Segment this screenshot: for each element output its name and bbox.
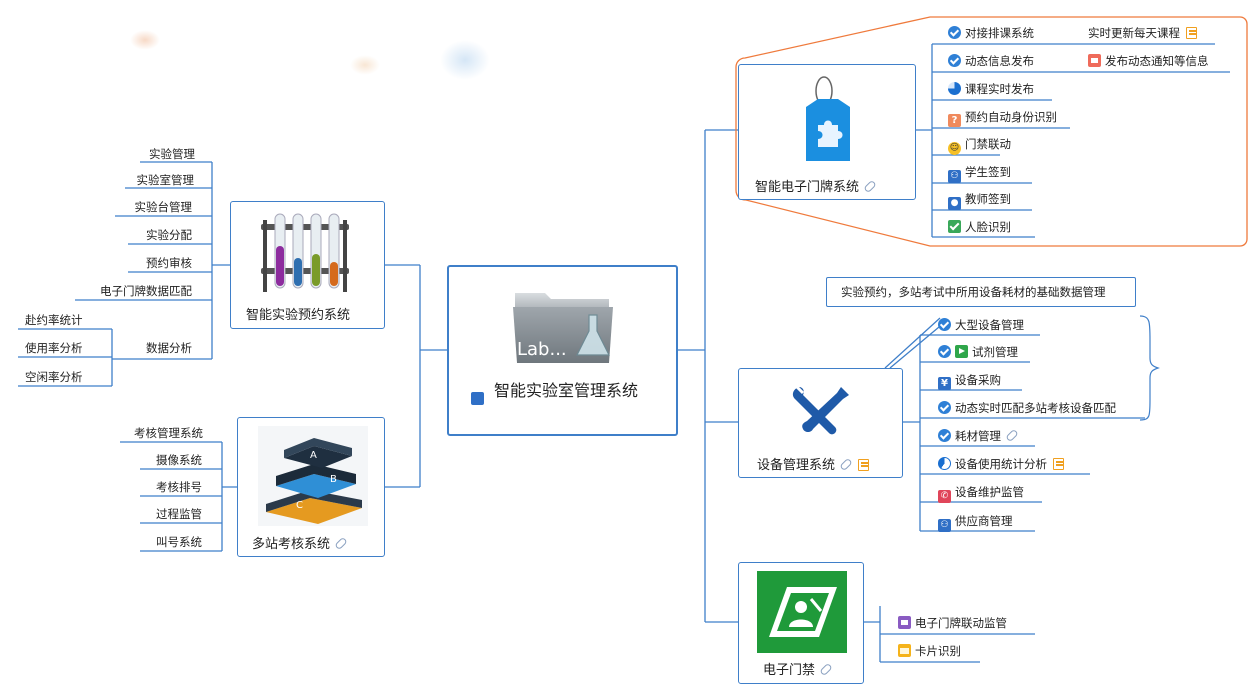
note-icon[interactable] xyxy=(1053,458,1064,470)
users-icon: ⚇ xyxy=(938,519,951,532)
doorplate-system-node[interactable]: 智能电子门牌系统 xyxy=(738,64,916,200)
equipment-item[interactable]: 耗材管理 xyxy=(938,428,1019,443)
access-control-node[interactable]: 电子门禁 xyxy=(738,562,864,684)
booking-item[interactable]: 实验分配 xyxy=(146,228,192,242)
phone-icon: ✆ xyxy=(938,490,951,503)
doorplate-item[interactable]: 课程实时发布 xyxy=(948,82,1034,96)
users-icon: ⚇ xyxy=(948,170,961,183)
access-item[interactable]: 卡片识别 xyxy=(898,644,961,658)
check-icon xyxy=(938,401,951,414)
booking-item[interactable]: 电子门牌数据匹配 xyxy=(100,284,192,298)
exam-system-node[interactable]: A B C 多站考核系统 xyxy=(237,417,385,557)
lab-image-text: Lab... xyxy=(517,339,567,360)
doorplate-item[interactable]: ●教师签到 xyxy=(948,192,1011,210)
question-icon: ? xyxy=(948,114,961,127)
equipment-item[interactable]: 设备使用统计分析 xyxy=(938,457,1064,471)
doorplate-system-title: 智能电子门牌系统 xyxy=(755,176,877,195)
puzzle-tag-image xyxy=(794,73,862,165)
booking-item[interactable]: 实验室管理 xyxy=(136,173,195,187)
exam-item[interactable]: 过程监管 xyxy=(156,507,202,521)
doorplate-item[interactable]: ⚇学生签到 xyxy=(948,165,1011,183)
tools-image xyxy=(789,383,853,439)
equipment-item[interactable]: 动态实时匹配多站考核设备匹配 xyxy=(938,401,1116,415)
callout-text: 实验预约，多站考试中所用设备耗材的基础数据管理 xyxy=(841,285,1106,299)
data-analysis-item[interactable]: 数据分析 xyxy=(146,341,192,355)
background-blur xyxy=(440,40,490,80)
pie-icon xyxy=(938,457,951,470)
lab-folder-image: Lab... xyxy=(511,285,615,367)
booking-system-title: 智能实验预约系统 xyxy=(246,308,351,323)
access-item[interactable]: 电子门牌联动监管 xyxy=(898,616,1007,630)
equipment-system-node[interactable]: 设备管理系统 xyxy=(738,368,903,478)
booking-system-node[interactable]: 智能实验预约系统 xyxy=(230,201,385,329)
exam-item[interactable]: 考核管理系统 xyxy=(134,426,203,440)
check-icon xyxy=(948,54,961,67)
check-icon xyxy=(938,345,951,358)
booking-item[interactable]: 预约审核 xyxy=(146,256,192,270)
access-logo-image xyxy=(757,571,847,653)
doorplate-item[interactable]: 人脸识别 xyxy=(948,220,1011,234)
equipment-item[interactable]: ¥设备采购 xyxy=(938,373,1001,390)
equipment-callout[interactable]: 实验预约，多站考试中所用设备耗材的基础数据管理 xyxy=(826,277,1136,307)
check-icon xyxy=(938,318,951,331)
monitor-icon xyxy=(898,616,911,629)
check-icon xyxy=(948,26,961,39)
doorplate-sub-item[interactable]: 实时更新每天课程 xyxy=(1088,26,1197,40)
test-tube-image xyxy=(257,210,353,294)
background-blur xyxy=(130,30,160,50)
exam-item[interactable]: 考核排号 xyxy=(156,480,202,494)
exam-item[interactable]: 摄像系统 xyxy=(156,453,202,467)
green-check-icon xyxy=(948,220,961,233)
doorplate-item[interactable]: ?预约自动身份识别 xyxy=(948,110,1057,127)
yen-icon: ¥ xyxy=(938,377,951,390)
central-title: 智能实验室管理系统 xyxy=(494,381,639,400)
link-icon[interactable] xyxy=(1005,428,1019,443)
access-control-title: 电子门禁 xyxy=(763,659,833,678)
doorplate-item[interactable]: 对接排课系统 xyxy=(948,26,1034,40)
svg-text:B: B xyxy=(330,474,337,485)
exam-system-title: 多站考核系统 xyxy=(252,533,348,552)
equipment-item[interactable]: 试剂管理 xyxy=(938,345,1018,359)
doorplate-item[interactable]: ☺门禁联动 xyxy=(948,137,1011,155)
note-icon[interactable] xyxy=(1186,27,1197,39)
doorplate-sub-item[interactable]: 发布动态通知等信息 xyxy=(1088,54,1209,68)
folder-icon xyxy=(898,644,911,657)
central-small-icon xyxy=(471,392,484,405)
svg-text:A: A xyxy=(310,450,317,461)
link-icon[interactable] xyxy=(839,457,853,472)
svg-text:C: C xyxy=(296,500,303,511)
link-icon[interactable] xyxy=(863,179,877,194)
link-icon[interactable] xyxy=(334,536,348,551)
user-icon: ● xyxy=(948,197,961,210)
booking-item[interactable]: 实验管理 xyxy=(149,147,195,161)
exam-item[interactable]: 叫号系统 xyxy=(156,535,202,549)
analysis-item[interactable]: 赴约率统计 xyxy=(25,313,83,327)
background-blur xyxy=(350,55,380,75)
doorplate-item[interactable]: 动态信息发布 xyxy=(948,54,1034,68)
check-icon xyxy=(938,429,951,442)
equipment-item[interactable]: ⚇供应商管理 xyxy=(938,514,1013,532)
booking-item[interactable]: 实验台管理 xyxy=(134,200,193,214)
smile-icon: ☺ xyxy=(948,142,961,155)
pie-icon xyxy=(948,82,961,95)
equipment-item[interactable]: ✆设备维护监管 xyxy=(938,485,1024,503)
play-icon xyxy=(955,345,968,358)
note-icon[interactable] xyxy=(858,459,870,471)
analysis-item[interactable]: 使用率分析 xyxy=(25,341,83,355)
analysis-item[interactable]: 空闲率分析 xyxy=(25,370,83,384)
equipment-system-title: 设备管理系统 xyxy=(757,454,870,473)
link-icon[interactable] xyxy=(819,662,833,677)
equipment-item[interactable]: 大型设备管理 xyxy=(938,318,1024,332)
message-icon xyxy=(1088,54,1101,67)
books-image: A B C xyxy=(258,426,368,526)
central-node[interactable]: Lab... 智能实验室管理系统 xyxy=(447,265,678,436)
